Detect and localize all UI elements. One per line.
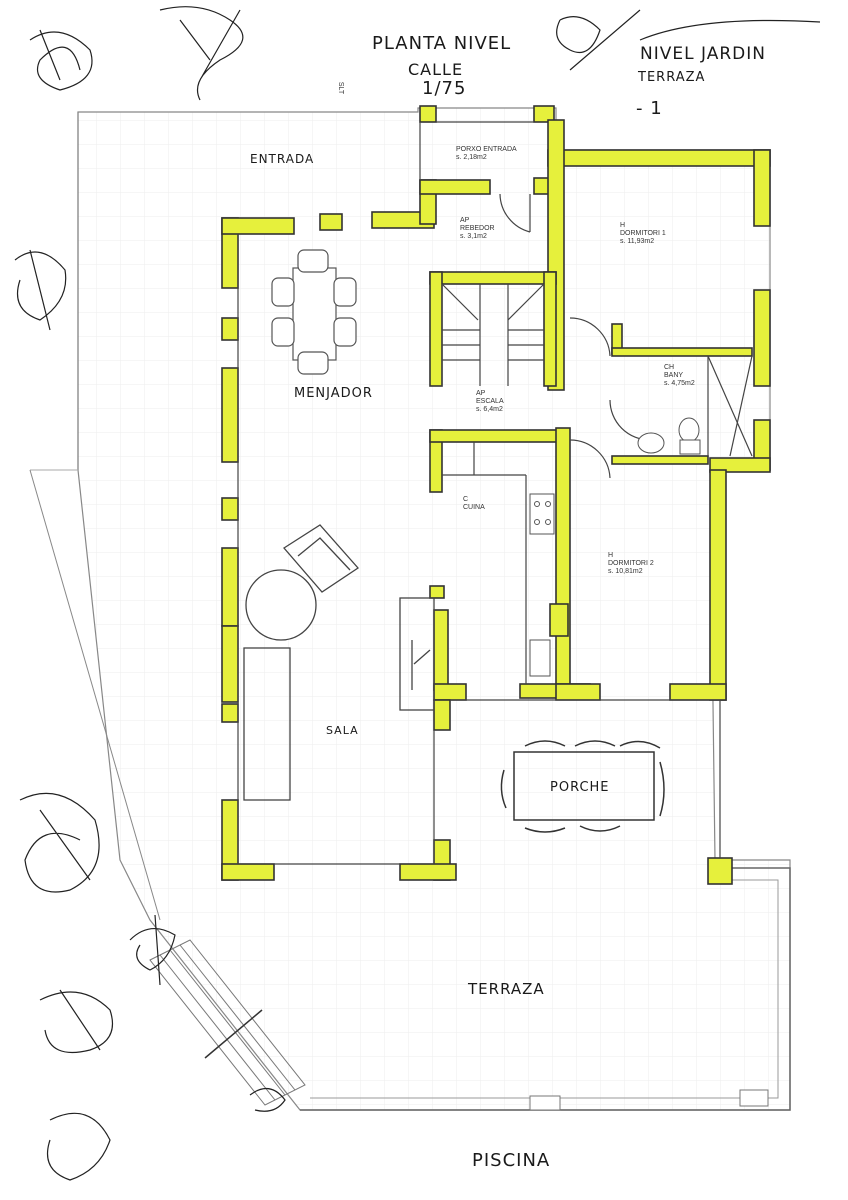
room-code: C	[463, 496, 469, 503]
label-porche: PORCHE	[550, 780, 610, 795]
room-area: s. 11,93m2	[620, 238, 655, 245]
room-name: PORXO ENTRADA	[456, 146, 517, 153]
level-note-sub: TERRAZA	[638, 70, 706, 85]
level-number: - 1	[636, 98, 663, 119]
living-furniture	[243, 524, 435, 801]
level-note-title: NIVEL JARDIN	[640, 44, 766, 64]
plan-title-subtitle: CALLE	[408, 60, 464, 79]
terraza-outline	[300, 867, 791, 1111]
label-piscina: PISCINA	[472, 1150, 551, 1171]
room-code: H	[620, 222, 626, 229]
room-area: s. 3,1m2	[460, 233, 487, 240]
label-sala: SALA	[326, 724, 359, 737]
plan-title: PLANTA NIVEL	[372, 33, 512, 54]
garden-stair	[149, 939, 306, 1106]
room-name: DORMITORI 2	[608, 560, 654, 567]
room-area: s. 4,75m2	[664, 380, 695, 387]
room-area: s. 6,4m2	[476, 406, 503, 413]
bathroom-fixtures	[637, 417, 701, 455]
dining-table	[271, 249, 357, 375]
room-area: s. 10,81m2	[608, 568, 643, 575]
room-dormitori-2: H DORMITORI 2 s. 10,81m2	[608, 552, 654, 576]
tree-sketches	[14, 6, 821, 1181]
room-dormitori-1: H DORMITORI 1 s. 11,93m2	[620, 222, 666, 246]
room-cuina: C CUINA	[463, 496, 485, 512]
label-entrada: ENTRADA	[250, 152, 315, 166]
room-name: ESCALA	[476, 398, 504, 405]
room-rebedor: AP REBEDOR s. 3,1m2	[460, 217, 495, 241]
room-code: AP	[460, 217, 470, 224]
room-bany: CH BANY s. 4,75m2	[664, 364, 695, 388]
room-name: REBEDOR	[460, 225, 495, 232]
porche-table	[500, 740, 665, 833]
slt-marker: SLT	[337, 81, 345, 95]
room-code: AP	[476, 390, 486, 397]
site-outline	[29, 107, 791, 1111]
room-name: BANY	[664, 372, 684, 379]
room-porxo-entrada: PORXO ENTRADA s. 2,18m2	[456, 146, 517, 162]
room-escala: AP ESCALA s. 6,4m2	[476, 390, 504, 414]
kitchen-fixtures	[529, 493, 555, 677]
room-name: DORMITORI 1	[620, 230, 666, 237]
walls	[221, 105, 771, 885]
label-menjador: MENJADOR	[294, 386, 373, 401]
room-code: CH	[664, 364, 675, 371]
label-terraza: TERRAZA	[468, 980, 545, 998]
plan-scale: 1/75	[422, 78, 467, 99]
interior-lines	[237, 121, 753, 865]
room-area: s. 2,18m2	[456, 154, 487, 161]
room-name: CUINA	[463, 504, 485, 511]
room-code: H	[608, 552, 614, 559]
